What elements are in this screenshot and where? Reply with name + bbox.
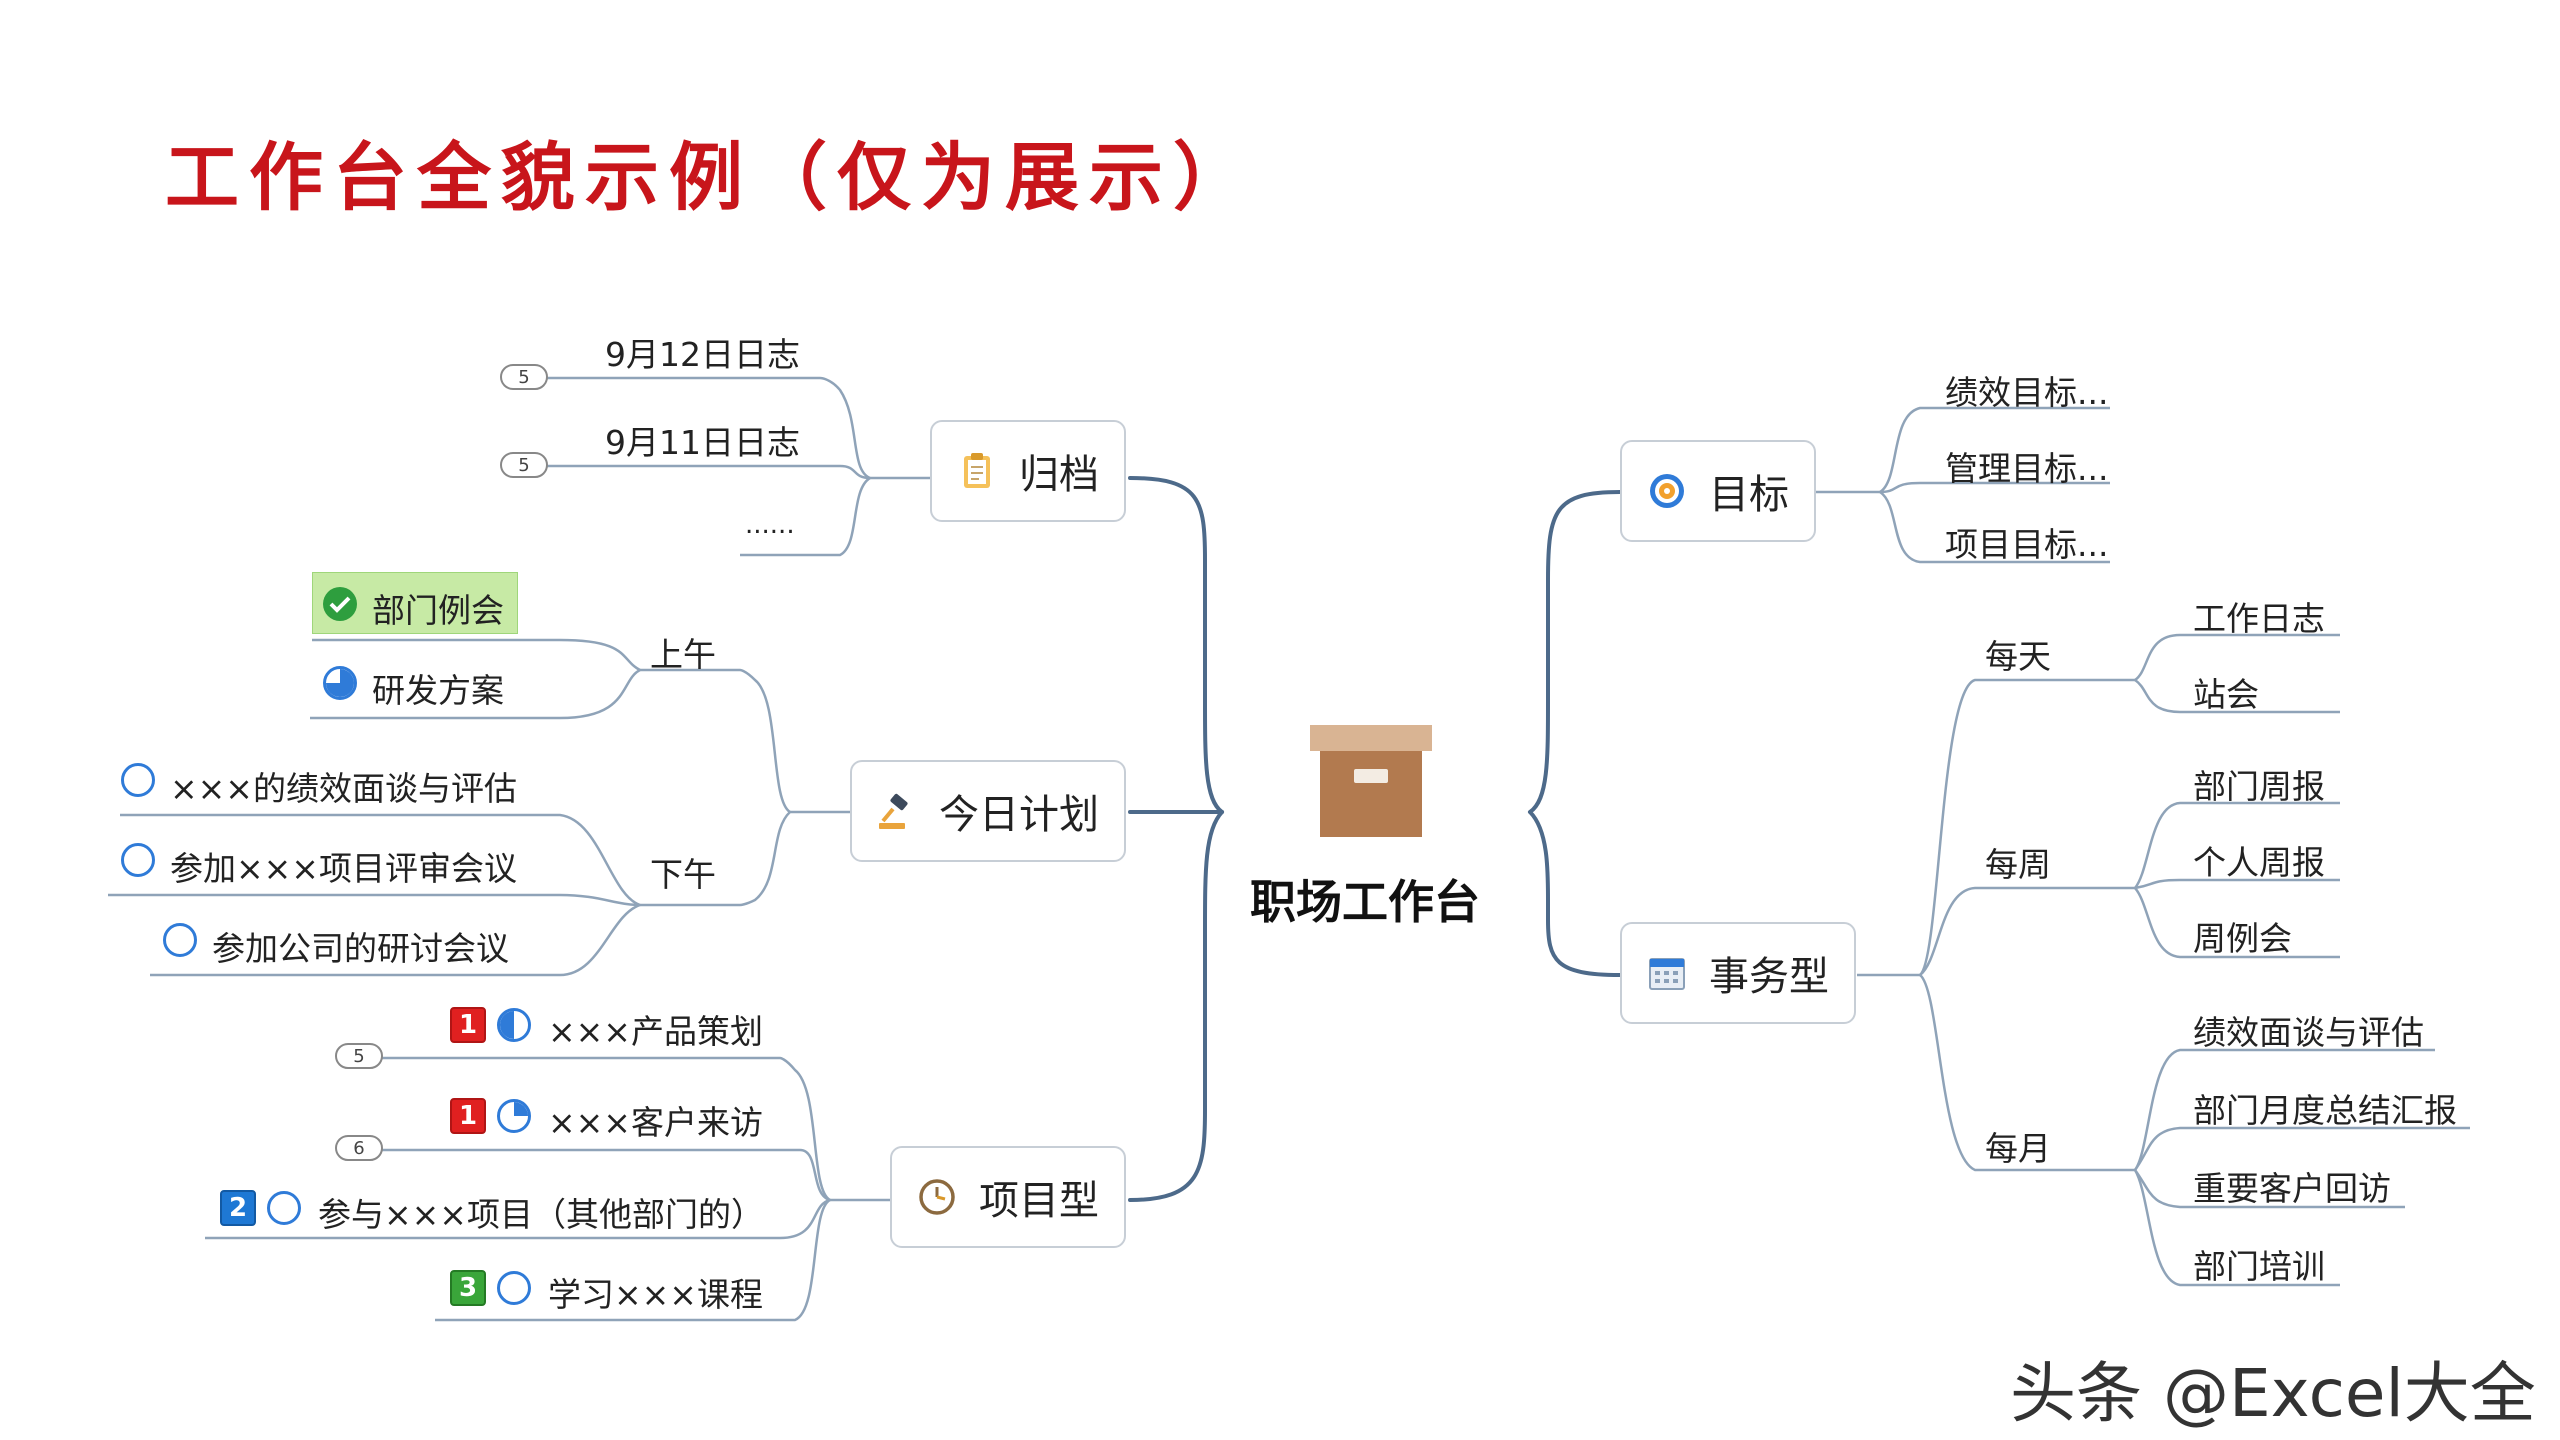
- weekly-item-1[interactable]: 部门周报: [2193, 767, 2325, 806]
- progress-quarter-icon: [323, 666, 357, 700]
- morning-item-2[interactable]: 研发方案: [372, 671, 504, 710]
- goal-item-2[interactable]: 管理目标...: [1945, 449, 2109, 488]
- weekly-item-2[interactable]: 个人周报: [2193, 843, 2325, 882]
- page-title: 工作台全貌示例（仅为展示）: [165, 135, 1257, 221]
- gavel-icon: [879, 793, 908, 829]
- afternoon-item-3[interactable]: 参加公司的研讨会议: [212, 929, 509, 968]
- clock-icon: [919, 1179, 955, 1215]
- project-item-1[interactable]: ×××产品策划: [548, 1012, 763, 1051]
- archive-badge-2: 5: [500, 452, 548, 478]
- clipboard-icon: [964, 453, 990, 488]
- archive-badge-1: 5: [500, 364, 548, 390]
- goal-item-1[interactable]: 绩效目标...: [1945, 373, 2109, 412]
- daily-item-1[interactable]: 工作日志: [2193, 599, 2325, 638]
- priority-1-icon: 1: [450, 1098, 486, 1134]
- daily-label[interactable]: 每天: [1985, 637, 2051, 676]
- priority-1-icon: 1: [450, 1007, 486, 1043]
- progress-empty-icon: [121, 843, 155, 877]
- trunk-left-low: [1128, 810, 1224, 1202]
- trunk-right: [1528, 490, 1622, 814]
- topic-goal-label: 目标: [1709, 472, 1789, 518]
- progress-half-icon: [497, 1008, 531, 1042]
- topic-archive[interactable]: 归档: [930, 420, 1126, 522]
- calendar-icon: [1649, 958, 1685, 990]
- monthly-item-2[interactable]: 部门月度总结汇报: [2193, 1091, 2457, 1130]
- project-item-2[interactable]: ×××客户来访: [548, 1103, 763, 1142]
- archive-item-3[interactable]: ......: [745, 510, 795, 540]
- project-item-3[interactable]: 参与×××项目（其他部门的）: [318, 1195, 764, 1234]
- morning-label[interactable]: 上午: [650, 635, 716, 674]
- progress-empty-icon: [163, 923, 197, 957]
- topic-affairs[interactable]: 事务型: [1620, 922, 1856, 1024]
- goal-item-3[interactable]: 项目目标...: [1945, 525, 2109, 564]
- monthly-label[interactable]: 每月: [1985, 1129, 2051, 1168]
- progress-empty-icon: [497, 1271, 531, 1305]
- target-icon: [1650, 474, 1684, 508]
- priority-3-icon: 3: [450, 1270, 486, 1306]
- weekly-item-3[interactable]: 周例会: [2193, 919, 2292, 958]
- topic-project[interactable]: 项目型: [890, 1146, 1126, 1248]
- morning-item-1[interactable]: 部门例会: [372, 591, 504, 630]
- trunk-left: [1128, 476, 1224, 814]
- topic-today-plan[interactable]: 今日计划: [850, 760, 1126, 862]
- priority-2-icon: 2: [220, 1190, 256, 1226]
- watermark: 头条 @Excel大全: [2010, 1355, 2536, 1432]
- afternoon-item-1[interactable]: ×××的绩效面谈与评估: [170, 769, 517, 808]
- archive-box-icon: [1310, 725, 1432, 837]
- center-topic-label[interactable]: 职场工作台: [1250, 875, 1480, 929]
- daily-item-2[interactable]: 站会: [2193, 675, 2259, 714]
- project-badge-2: 6: [335, 1135, 383, 1161]
- afternoon-label[interactable]: 下午: [650, 855, 716, 894]
- topic-goal[interactable]: 目标: [1620, 440, 1816, 542]
- monthly-item-1[interactable]: 绩效面谈与评估: [2193, 1013, 2424, 1052]
- project-badge-1: 5: [335, 1043, 383, 1069]
- topic-today-plan-label: 今日计划: [939, 792, 1099, 838]
- archive-item-2[interactable]: 9月11日日志: [605, 423, 800, 462]
- weekly-label[interactable]: 每周: [1985, 845, 2051, 884]
- progress-empty-icon: [121, 763, 155, 797]
- archive-item-1[interactable]: 9月12日日志: [605, 335, 800, 374]
- monthly-item-4[interactable]: 部门培训: [2193, 1247, 2325, 1286]
- afternoon-item-2[interactable]: 参加×××项目评审会议: [170, 849, 517, 888]
- progress-quarter-icon: [497, 1099, 531, 1133]
- topic-project-label: 项目型: [979, 1178, 1099, 1224]
- topic-affairs-label: 事务型: [1709, 954, 1829, 1000]
- monthly-item-3[interactable]: 重要客户回访: [2193, 1169, 2391, 1208]
- progress-empty-icon: [267, 1191, 301, 1225]
- project-item-4[interactable]: 学习×××课程: [548, 1275, 763, 1314]
- trunk-right-low: [1528, 810, 1622, 977]
- topic-archive-label: 归档: [1019, 452, 1099, 498]
- check-done-icon: [323, 587, 357, 621]
